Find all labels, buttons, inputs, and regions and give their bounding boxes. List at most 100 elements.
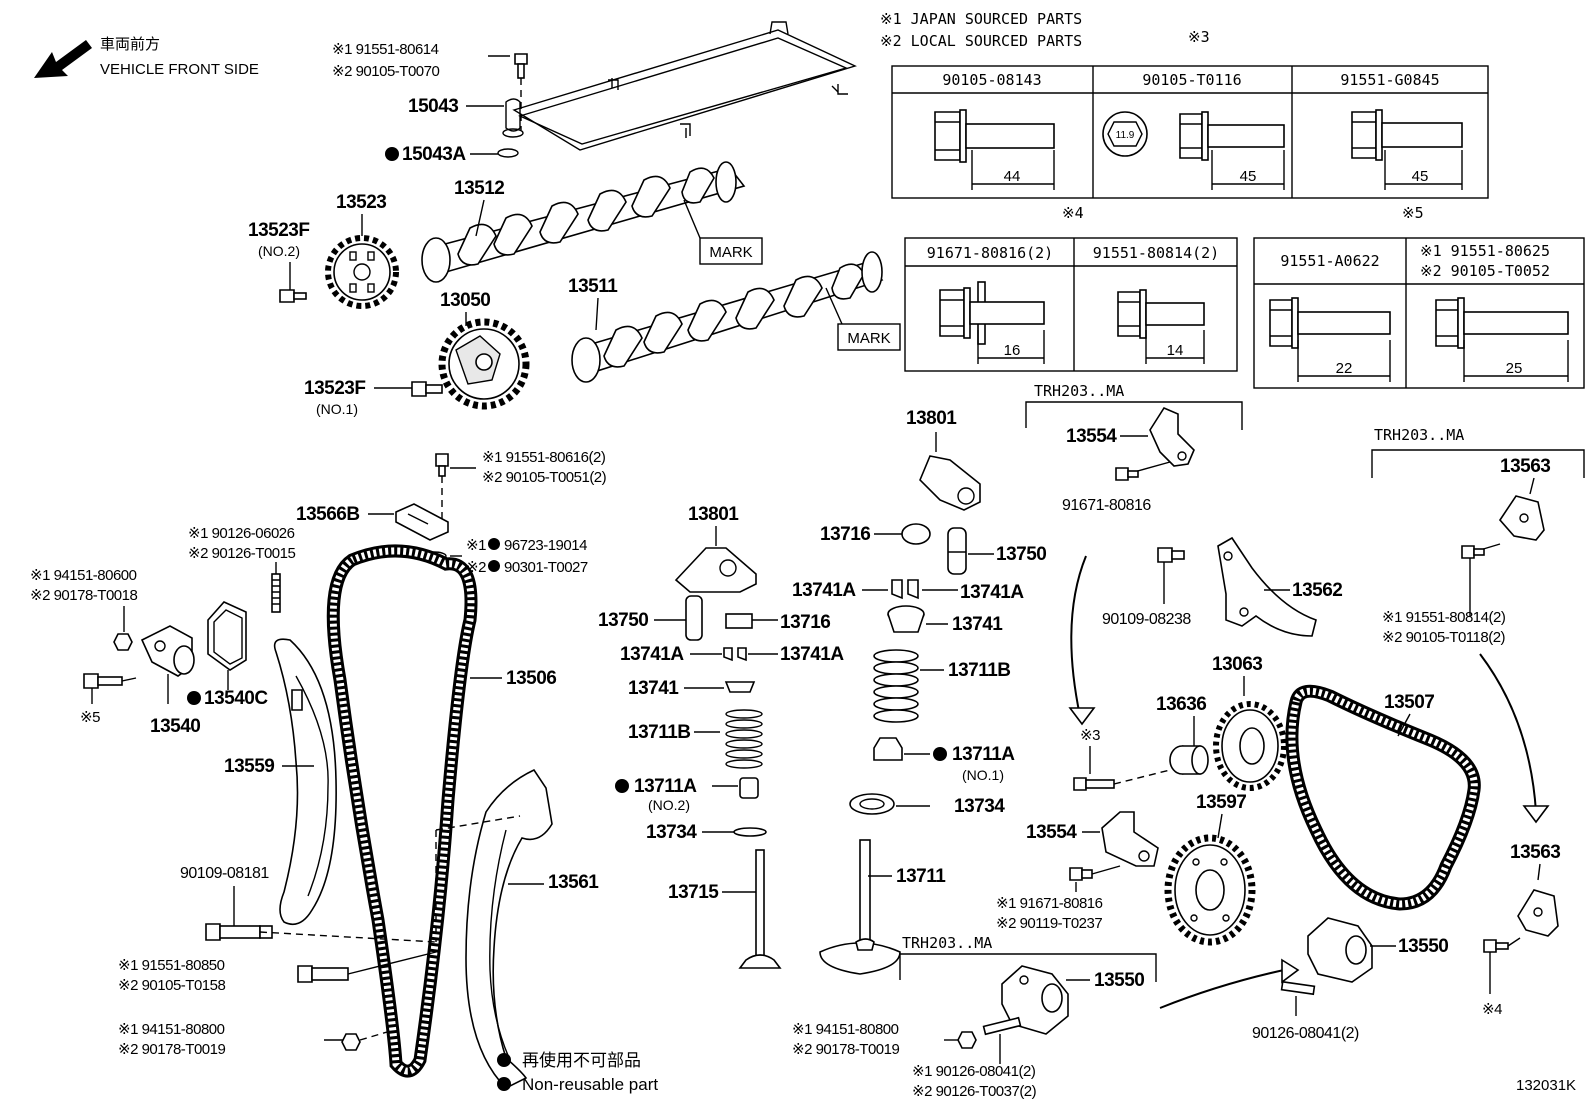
- trh-label: TRH203..MA: [902, 934, 992, 952]
- spring-retainer-13741: [724, 681, 756, 693]
- gasket-13540c: [207, 601, 247, 671]
- valve-keeper-icon: [891, 579, 919, 600]
- part-label: 13716: [780, 612, 830, 633]
- part-label: 13550: [1398, 936, 1448, 957]
- part-note: (NO.1): [316, 401, 358, 417]
- hex-size: 11.9: [1116, 130, 1135, 141]
- legend-local: ※2 LOCAL SOURCED PARTS: [880, 32, 1082, 50]
- nonreusable-dot-icon: [385, 147, 399, 161]
- bolt-icon: [514, 53, 528, 79]
- part-label: 13550: [1094, 970, 1144, 991]
- part-label: 13511: [568, 276, 618, 297]
- bolt-icon: [1179, 111, 1285, 161]
- stud-bolt-icon: [271, 573, 281, 613]
- table3-dim3: 45: [1412, 168, 1429, 185]
- nonreusable-dot-icon: [615, 779, 629, 793]
- part-label: 13711A: [634, 776, 697, 797]
- front-arrow-icon: [34, 40, 92, 78]
- part-label: 90109-08181: [180, 865, 269, 882]
- nonreusable-dot-icon: [497, 1077, 511, 1091]
- lash-adjuster-13750: [947, 527, 967, 575]
- part-label: ※1 91551-80814(2): [1382, 609, 1506, 626]
- part-label: 13562: [1292, 580, 1342, 601]
- oil-screen-icon: [502, 98, 524, 138]
- part-label: ※1: [466, 537, 486, 554]
- balancer-sprocket-13597: [1164, 834, 1256, 946]
- tensioner-plate-13566b: [395, 503, 449, 541]
- part-label: ※5: [80, 709, 100, 726]
- o-ring-icon: [497, 148, 519, 158]
- part-label: ※4: [1482, 1001, 1502, 1018]
- part-label: ※3: [1080, 727, 1100, 744]
- orientation-en: VEHICLE FRONT SIDE: [100, 61, 259, 78]
- arrow-head-icon: [1522, 805, 1550, 824]
- part-label: 13750: [598, 610, 648, 631]
- part-label: 96723-19014: [504, 537, 587, 554]
- part-label: 13741A: [780, 644, 844, 665]
- part-label: ※1 90126-06026: [188, 525, 295, 542]
- table5-col2b: ※2 90105-T0052: [1420, 262, 1550, 280]
- camshaft-13511: [571, 251, 884, 383]
- part-label: 15043A: [402, 144, 466, 165]
- chain-guide-13563: [1517, 889, 1559, 937]
- part-label: 13801: [906, 408, 957, 429]
- part-label: ※2 90178-T0018: [30, 587, 137, 604]
- part-label: ※2 90126-T0015: [188, 545, 295, 562]
- part-label: 91671-80816: [1062, 497, 1151, 514]
- chain-guide-13562: [1217, 536, 1317, 637]
- timing-chain-13506: [326, 544, 478, 1078]
- part-label: 13554: [1026, 822, 1077, 843]
- part-label: 90109-08238: [1102, 611, 1191, 628]
- bolt-icon: [1269, 297, 1391, 349]
- bolt-icon: [1115, 467, 1139, 481]
- part-note: (NO.2): [648, 797, 690, 813]
- part-label: ※1 91551-80614: [332, 41, 439, 58]
- nut-icon: [957, 1031, 977, 1049]
- table5-dim2: 25: [1506, 360, 1523, 377]
- table3-mark: ※3: [1188, 28, 1210, 46]
- orientation-jp: 車両前方: [100, 36, 160, 53]
- part-label: ※2 90105-T0158: [118, 977, 225, 994]
- part-label: 13715: [668, 882, 719, 903]
- bolt-icon: [1157, 547, 1185, 563]
- bolt-icon: [435, 453, 449, 477]
- mark-label: MARK: [847, 330, 890, 347]
- part-label: 13716: [820, 524, 870, 545]
- part-label: 13711B: [948, 660, 1011, 681]
- bolt-icon: [1461, 545, 1485, 559]
- part-label: ※2 90105-T0118(2): [1382, 629, 1506, 646]
- part-label: 13523F: [304, 378, 365, 399]
- trh-label: TRH203..MA: [1034, 382, 1124, 400]
- lash-adjuster-13750: [685, 595, 703, 641]
- table3-dim2: 45: [1240, 168, 1257, 185]
- part-label: ※1 91551-80616(2): [482, 449, 606, 466]
- part-label: 13597: [1196, 792, 1246, 813]
- table4-col2: 91551-80814(2): [1093, 244, 1219, 262]
- legend-nonreuse-en: Non-reusable part: [522, 1075, 658, 1094]
- part-label: 13506: [506, 668, 556, 689]
- bolt-icon: [1069, 867, 1093, 881]
- nonreusable-dot-icon: [187, 691, 201, 705]
- part-label: 13512: [454, 178, 504, 199]
- part-label: 13801: [688, 504, 739, 525]
- part-label: ※2 90178-T0019: [792, 1041, 899, 1058]
- valve-keeper-icon: [723, 647, 747, 662]
- trh-bracket: [1371, 449, 1585, 478]
- valve-spring-13711b: [725, 709, 763, 769]
- rocker-arm-13801: [674, 547, 757, 593]
- table5-mark: ※5: [1402, 204, 1424, 222]
- part-label: 13711A: [952, 744, 1015, 765]
- bolt-icon: [83, 673, 123, 689]
- bolt-icon: [1073, 777, 1115, 791]
- part-note: (NO.1): [962, 767, 1004, 783]
- balancer-chain-13507: [1285, 684, 1481, 911]
- part-note: (NO.2): [258, 243, 300, 259]
- bolt-icon: [279, 289, 307, 303]
- nut-icon: [341, 1033, 361, 1051]
- part-label: 13566B: [296, 504, 360, 525]
- part-label: 13563: [1510, 842, 1560, 863]
- part-label: ※1 94151-80800: [792, 1021, 899, 1038]
- part-label: 13741A: [960, 582, 1024, 603]
- part-label: ※2 90178-T0019: [118, 1041, 225, 1058]
- part-label: 13734: [954, 796, 1005, 817]
